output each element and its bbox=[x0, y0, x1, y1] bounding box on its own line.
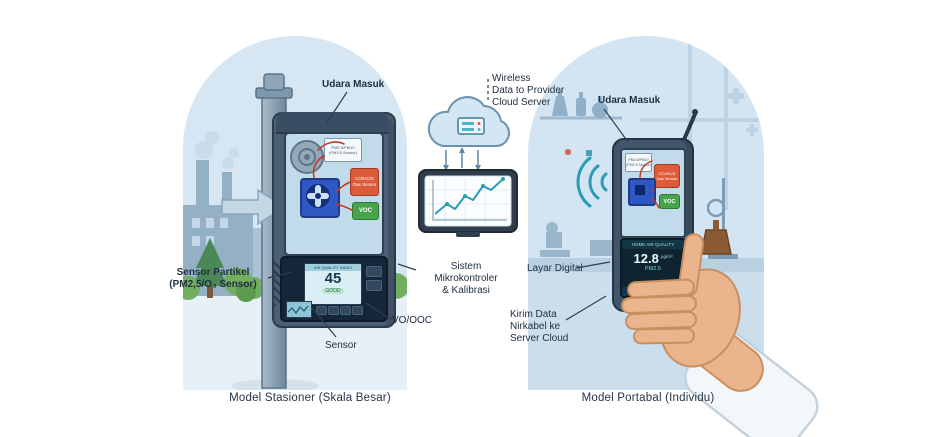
label-mikrokontroler: Sistem Mikrokontroler & Kalibrasi bbox=[434, 261, 498, 296]
device-lid bbox=[276, 112, 388, 134]
vent-ring bbox=[298, 148, 316, 166]
gas-sensor-chip: CO/HC/A Gas Sensor bbox=[654, 164, 680, 188]
waveform-mini-screen bbox=[286, 301, 312, 318]
wifi-signal-icon bbox=[576, 156, 608, 208]
label-sensor-partikel: Sensor Partikel (PM2,5/O₃ Sensor) bbox=[169, 267, 257, 290]
side-vent-slats bbox=[274, 262, 281, 306]
fan-sensor-module bbox=[300, 178, 340, 218]
aqi-status-badge: GOOD bbox=[322, 287, 344, 294]
wiring bbox=[312, 141, 353, 211]
display-module: AIR QUALITY INDEX 45 GOOD bbox=[280, 256, 388, 322]
label-cloud-server: Wireless Data to Provider Cloud Server bbox=[492, 73, 565, 108]
vent-dot bbox=[304, 154, 310, 160]
label-sensor: Sensor bbox=[325, 340, 357, 351]
sensor-compartment: PM2.5/PM10 (PM2.5 Sensor) CO/HC/S Gas Se… bbox=[284, 132, 384, 256]
label-layar-digital: Layar Digital bbox=[527, 263, 583, 274]
device-button[interactable] bbox=[366, 280, 382, 291]
live-data-bar: Live Data bbox=[622, 287, 684, 296]
device-button-small[interactable] bbox=[340, 306, 351, 315]
aqi-value: 45 bbox=[324, 270, 342, 287]
portable-monitor-device: PM2.5/PM10 (PM2.5 Sensor) CO/HC/A Gas Se… bbox=[612, 138, 694, 312]
aqi-screen-title: AIR QUALITY INDEX bbox=[305, 264, 361, 271]
label-kirim-data: Kirim Data Nirkabel ke Server Cloud bbox=[510, 309, 569, 344]
device-button-small[interactable] bbox=[328, 306, 339, 315]
finger bbox=[633, 327, 695, 345]
aqi-screen: AIR QUALITY INDEX 45 GOOD bbox=[304, 263, 362, 305]
antenna bbox=[681, 109, 698, 144]
reading-row: 12.8 µg/m³ bbox=[622, 252, 684, 265]
device-button[interactable] bbox=[366, 266, 382, 277]
fan-hub bbox=[315, 193, 321, 199]
caption-portable-model: Model Portabal (Individu) bbox=[581, 392, 715, 404]
voc-sensor-chip: VOC bbox=[659, 194, 680, 209]
chip-core bbox=[635, 185, 645, 195]
wiring bbox=[639, 160, 660, 209]
pm-label: PM2.5 bbox=[645, 266, 661, 272]
pm-sensor-chip: PM2.5/PM10 (PM2.5 Sensor) bbox=[625, 153, 652, 172]
label-udara-masuk-right: Udara Masuk bbox=[598, 95, 661, 106]
label-vo-ooc: VO/OOC bbox=[392, 315, 433, 326]
device-button[interactable] bbox=[640, 298, 668, 307]
sensor-compartment: PM2.5/PM10 (PM2.5 Sensor) CO/HC/A Gas Se… bbox=[620, 148, 686, 238]
finger bbox=[625, 311, 698, 330]
label-udara-masuk-left: Udara Masuk bbox=[322, 79, 385, 90]
voc-sensor-chip: VOC bbox=[352, 202, 379, 220]
pm-reading-value: 12.8 bbox=[633, 251, 659, 266]
data-flow-arrows bbox=[443, 147, 481, 171]
trend-chart bbox=[434, 178, 504, 215]
pm-sensor-chip: PM2.5/PM10 (PM2.5 Sensor) bbox=[324, 138, 362, 162]
device-button-small[interactable] bbox=[352, 306, 363, 315]
particle-sensor-vent bbox=[290, 140, 324, 174]
sleeve bbox=[684, 329, 819, 437]
stationary-monitor-device: PM2.5/PM10 (PM2.5 Sensor) CO/HC/S Gas Se… bbox=[272, 112, 396, 328]
digital-display: HOME AIR QUALITY 12.8 µg/m³ PM2.5 Live D… bbox=[620, 238, 686, 298]
device-button-small[interactable] bbox=[316, 306, 327, 315]
pm-reading-unit: µg/m³ bbox=[660, 254, 673, 259]
sensor-chip-module bbox=[628, 178, 656, 206]
monitor-dashboard bbox=[418, 169, 518, 237]
display-title: HOME AIR QUALITY bbox=[622, 240, 684, 249]
forearm bbox=[689, 323, 764, 392]
caption-stationary-model: Model Stasioner (Skala Besar) bbox=[229, 392, 391, 404]
fan-icon bbox=[306, 184, 330, 208]
